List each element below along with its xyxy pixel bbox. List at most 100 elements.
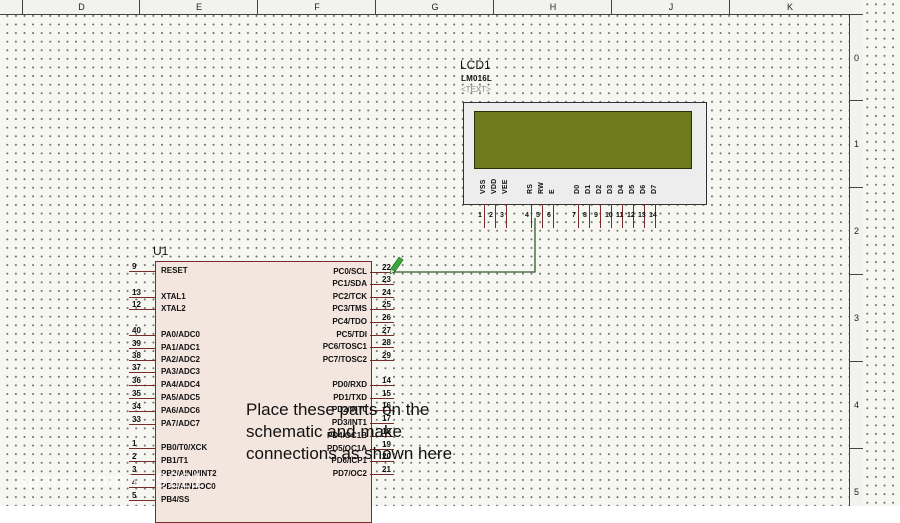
mcu-left-pin-number: 2 (132, 452, 137, 461)
lcd-pin-number: 1 (478, 212, 482, 219)
lcd-reference: LCD1 (460, 58, 491, 72)
mcu-right-pin-label: PD2/INT0 (331, 405, 367, 414)
mcu-right-pin[interactable] (370, 309, 394, 310)
schematic-canvas[interactable] (0, 0, 900, 506)
mcu-right-pin-number: 19 (382, 440, 391, 449)
lcd-text-tag: <TEXT> (461, 85, 491, 94)
mcu-right-pin-label: PD5/OC1A (326, 444, 367, 453)
mcu-right-pin[interactable] (370, 284, 394, 285)
lcd-pin[interactable] (611, 204, 612, 228)
mcu-left-pin[interactable] (129, 461, 155, 462)
instruction-text: Place these parts on the schematic and m… (246, 400, 453, 463)
lcd-pin-number: 6 (547, 212, 551, 219)
wire-pc0-to-rs[interactable] (392, 218, 536, 273)
mcu-right-pin[interactable] (370, 436, 394, 437)
mcu-left-pin[interactable] (129, 385, 155, 386)
ruler-row-1: 1 (850, 100, 863, 188)
mcu-right-pin-number: 21 (382, 465, 391, 474)
mcu-left-pin-number: 5 (132, 491, 137, 500)
mcu-left-pin[interactable] (129, 309, 155, 310)
mcu-left-pin-label: PA6/ADC6 (161, 406, 200, 415)
mcu-left-pin-number: 40 (132, 326, 141, 335)
ruler-column-g: G (375, 0, 494, 14)
mcu-left-pin-label: XTAL2 (161, 304, 186, 313)
mcu-right-pin[interactable] (370, 398, 394, 399)
mcu-left-pin-number: 3 (132, 465, 137, 474)
lcd-pin-number: 8 (583, 212, 587, 219)
mcu-left-pin-number: 37 (132, 363, 141, 372)
mcu-left-pin-number: 13 (132, 288, 141, 297)
lcd-pin[interactable] (644, 204, 645, 228)
mcu-right-pin-number: 29 (382, 351, 391, 360)
mcu-left-pin-label: RESET (161, 266, 188, 275)
mcu-right-pin[interactable] (370, 410, 394, 411)
mcu-left-pin[interactable] (129, 474, 155, 475)
mcu-right-pin-number: 15 (382, 389, 391, 398)
mcu-left-pin[interactable] (129, 335, 155, 336)
mcu-left-pin[interactable] (129, 398, 155, 399)
canvas-margin (863, 0, 900, 506)
lcd-pin[interactable] (484, 204, 485, 228)
mcu-left-pin[interactable] (129, 348, 155, 349)
mcu-right-pin[interactable] (370, 335, 394, 336)
lcd-pin[interactable] (495, 204, 496, 228)
mcu-right-pin[interactable] (370, 461, 394, 462)
mcu-left-pin-label: PA4/ADC4 (161, 380, 200, 389)
ruler-column-f: F (257, 0, 376, 14)
mcu-left-pin-label: PA3/ADC3 (161, 367, 200, 376)
mcu-left-pin[interactable] (129, 500, 155, 501)
mcu-left-pin-label: PA1/ADC1 (161, 343, 200, 352)
lcd-pin[interactable] (655, 204, 656, 228)
mcu-left-pin[interactable] (129, 424, 155, 425)
mcu-right-pin-label: PD0/RXD (332, 380, 367, 389)
mcu-right-pin[interactable] (370, 385, 394, 386)
mcu-left-pin-label: PA7/ADC7 (161, 419, 200, 428)
mcu-left-pin-label: PA5/ADC5 (161, 393, 200, 402)
lcd-pin[interactable] (622, 204, 623, 228)
lcd-pin[interactable] (531, 204, 532, 228)
lcd-pin[interactable] (506, 204, 507, 228)
mcu-left-pin[interactable] (129, 448, 155, 449)
mcu-right-pin-number: 24 (382, 288, 391, 297)
mcu-right-pin[interactable] (370, 474, 394, 475)
mcu-left-pin-label: PB2/AIN0/INT2 (161, 469, 217, 478)
mcu-right-pin[interactable] (370, 322, 394, 323)
lcd-pin-number: 3 (500, 212, 504, 219)
mcu-left-pin[interactable] (129, 360, 155, 361)
mcu-left-pin-label: PA0/ADC0 (161, 330, 200, 339)
mcu-left-pin[interactable] (129, 297, 155, 298)
mcu-right-pin[interactable] (370, 360, 394, 361)
mcu-left-pin[interactable] (129, 487, 155, 488)
mcu-left-pin-number: 36 (132, 376, 141, 385)
mcu-right-pin[interactable] (370, 449, 394, 450)
mcu-right-pin-label: PC1/SDA (332, 279, 367, 288)
lcd-pin[interactable] (633, 204, 634, 228)
mcu-right-pin-number: 20 (382, 452, 391, 461)
mcu-left-pin-label: PB1/T1 (161, 456, 189, 465)
lcd-pin[interactable] (600, 204, 601, 228)
mcu-right-pin-label: PD3/INT1 (331, 418, 367, 427)
mcu-left-pin-number: 12 (132, 300, 141, 309)
mcu-left-pin-number: 4 (132, 478, 137, 487)
mcu-left-pin-number: 9 (132, 262, 137, 271)
mcu-left-pin-number: 35 (132, 389, 141, 398)
mcu-right-pin[interactable] (370, 297, 394, 298)
mcu-left-pin[interactable] (129, 372, 155, 373)
mcu-right-pin[interactable] (370, 272, 394, 273)
lcd-pin-number: 7 (572, 212, 576, 219)
lcd-pin[interactable] (542, 204, 543, 228)
microcontroller-component[interactable] (155, 261, 372, 523)
lcd-pin[interactable] (553, 204, 554, 228)
lcd-component[interactable] (463, 102, 707, 205)
mcu-left-pin-label: PB0/T0/XCK (161, 443, 208, 452)
mcu-left-pin[interactable] (129, 411, 155, 412)
lcd-pin[interactable] (589, 204, 590, 228)
lcd-pin[interactable] (578, 204, 579, 228)
mcu-right-pin[interactable] (370, 347, 394, 348)
lcd-pin-number: 12 (627, 212, 635, 219)
mcu-left-pin[interactable] (129, 271, 155, 272)
mcu-right-pin[interactable] (370, 423, 394, 424)
lcd-pin-number: 5 (536, 212, 540, 219)
mcu-right-pin-number: 25 (382, 300, 391, 309)
mcu-left-pin-label: PB3/AIN1/OC0 (161, 482, 216, 491)
